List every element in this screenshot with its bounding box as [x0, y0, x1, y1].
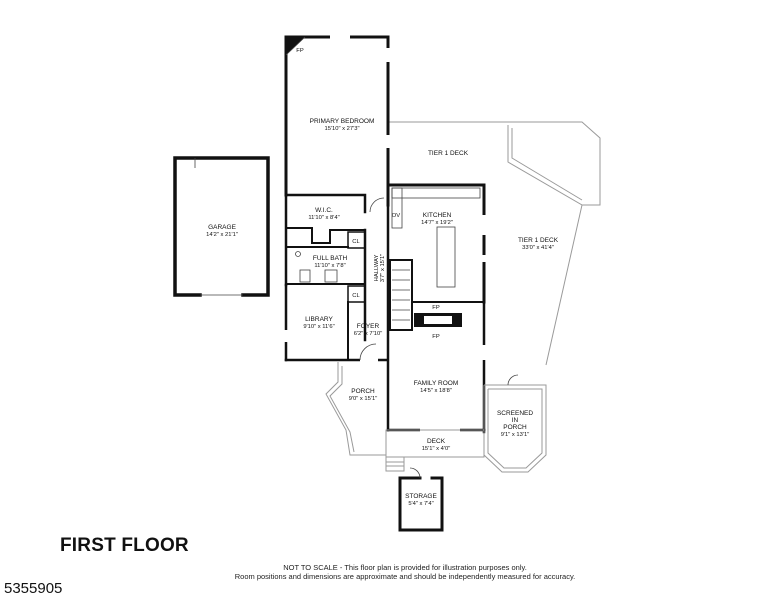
primary-bedroom-dims: 15'10" x 27'3" — [324, 126, 359, 132]
screened-porch-line3: PORCH — [503, 424, 527, 431]
foyer-dims: 6'2" x 7'10" — [354, 331, 383, 337]
garage-dims: 14'2" x 21'1" — [206, 232, 238, 238]
garage-name: GARAGE — [208, 224, 236, 231]
disclaimer-line2: Room positions and dimensions are approx… — [234, 572, 576, 581]
listing-id: 5355905 — [4, 580, 63, 597]
fireplace-center — [414, 313, 462, 327]
hallway-walls — [369, 183, 390, 432]
cl-label-lower: CL — [352, 293, 360, 299]
tier1-deck-outline — [388, 121, 601, 366]
full-bath-dims: 11'10" x 7'8" — [314, 263, 345, 269]
deck-dims: 15'1" x 4'0" — [422, 446, 451, 452]
cl-label-upper: CL — [352, 239, 360, 245]
storage-walls — [398, 467, 444, 532]
shower-icon — [295, 251, 301, 257]
hallway-name: HALLWAY — [374, 255, 380, 282]
ov-label: OV — [392, 213, 401, 219]
tier1-deck-top-name: TIER 1 DECK — [428, 150, 469, 157]
screened-porch-line2: IN — [512, 417, 519, 424]
kitchen-island — [436, 226, 456, 288]
porch-dims: 9'0" x 15'1" — [349, 396, 378, 402]
tier1-deck-right-name: TIER 1 DECK — [518, 237, 559, 244]
family-room-dims: 14'5" x 18'8" — [420, 388, 452, 394]
wic-bath-walls — [284, 193, 367, 342]
library-foyer-walls — [284, 283, 388, 362]
hallway-dims: 3'7" x 15'1" — [380, 254, 386, 283]
library-dims: 9'10" x 11'6" — [303, 324, 334, 330]
sink-icon — [324, 269, 338, 283]
screened-porch-outline — [483, 374, 547, 473]
toilet-icon — [299, 269, 311, 283]
fp-label-bedroom: FP — [296, 48, 304, 54]
library-name: LIBRARY — [305, 316, 333, 323]
kitchen-dims: 14'7" x 19'2" — [421, 220, 453, 226]
wic-name: W.I.C. — [315, 207, 333, 214]
fp-label-kitchen: FP — [432, 305, 440, 311]
porch-name: PORCH — [351, 388, 375, 395]
foyer-name: FOYER — [357, 323, 380, 330]
floor-title: FIRST FLOOR — [60, 535, 189, 556]
screened-porch-line1: SCREENED — [497, 410, 533, 417]
primary-bedroom-walls — [284, 35, 390, 207]
storage-name: STORAGE — [405, 493, 437, 500]
family-room-name: FAMILY ROOM — [414, 380, 459, 387]
storage-dims: 5'4" x 7'4" — [408, 501, 433, 507]
kitchen-name: KITCHEN — [423, 212, 452, 219]
tier1-deck-right-dims: 33'0" x 41'4" — [522, 245, 554, 251]
stairs — [389, 259, 485, 331]
primary-bedroom-name: PRIMARY BEDROOM — [310, 118, 375, 125]
kitchen-walls — [386, 183, 486, 304]
full-bath-name: FULL BATH — [313, 255, 348, 262]
disclaimer: NOT TO SCALE - This floor plan is provid… — [200, 563, 610, 581]
deck-name: DECK — [427, 438, 446, 445]
wic-dims: 11'10" x 8'4" — [308, 215, 339, 221]
disclaimer-line1: NOT TO SCALE - This floor plan is provid… — [283, 563, 527, 572]
porch-outline — [325, 362, 386, 456]
screened-porch-dims: 9'1" x 13'1" — [501, 432, 530, 438]
fp-label-family: FP — [432, 334, 440, 340]
garage-walls — [173, 156, 270, 297]
